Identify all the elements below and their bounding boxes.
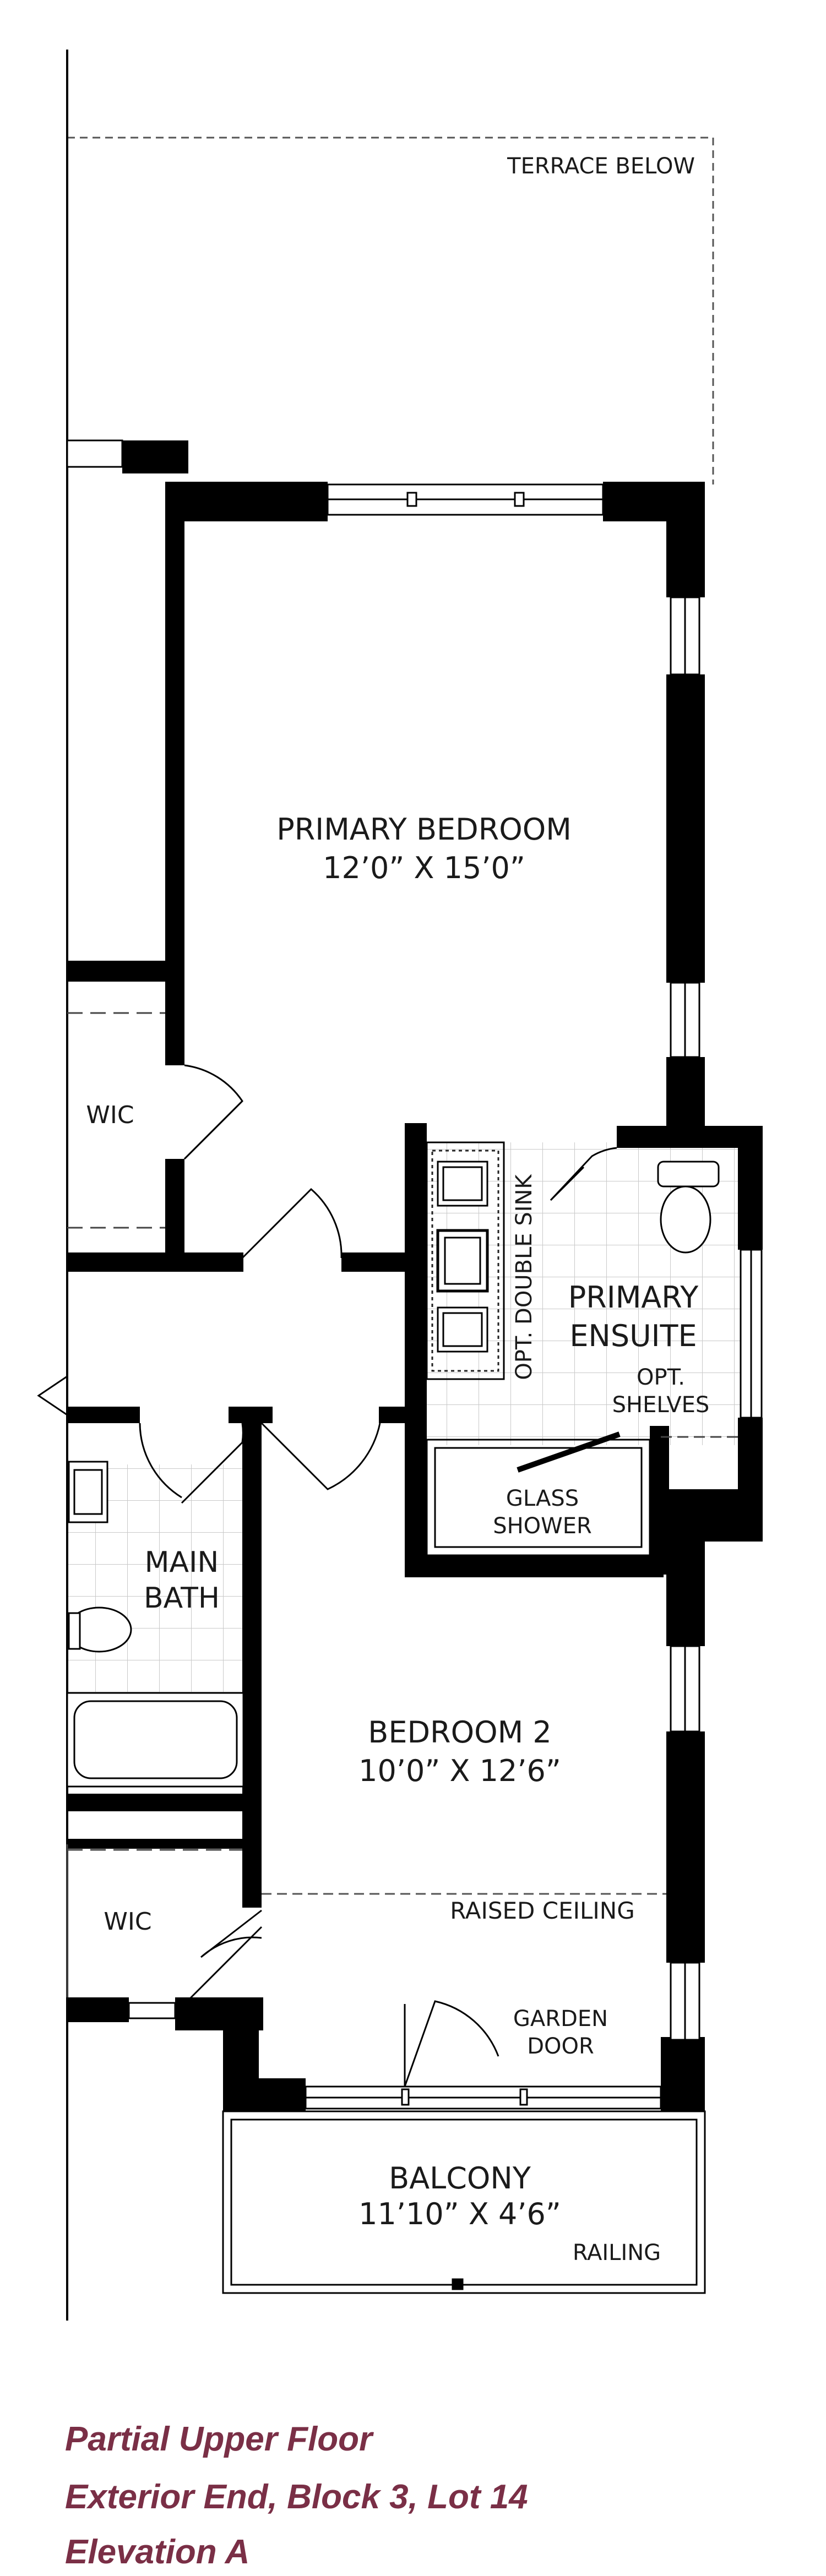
label-wic-upper: WIC [86, 1101, 134, 1129]
label-opt-shelves-2: SHELVES [612, 1392, 710, 1418]
label-main-bath-2: BATH [144, 1582, 220, 1615]
label-wic-lower: WIC [104, 1908, 151, 1936]
label-opt-double-sink: OPT. DOUBLE SINK [512, 1174, 537, 1380]
label-glass-shower-1: GLASS [506, 1486, 579, 1511]
label-railing: RAILING [573, 2240, 661, 2265]
caption-line-1: Partial Upper Floor [65, 2420, 373, 2458]
exterior-notch [37, 1375, 68, 1416]
label-bedroom-2: BEDROOM 2 [368, 1715, 551, 1750]
label-terrace-below: TERRACE BELOW [507, 154, 695, 179]
doors [139, 1064, 617, 2087]
label-balcony: BALCONY [389, 2161, 531, 2196]
caption-line-2: Exterior End, Block 3, Lot 14 [65, 2478, 528, 2516]
label-opt-shelves-1: OPT. [637, 1365, 685, 1390]
label-garden-door-2: DOOR [527, 2034, 594, 2059]
walls [67, 440, 763, 2128]
floor-plan: TERRACE BELOW PRIMARY BEDROOM 12’0” X 15… [37, 50, 763, 2321]
label-glass-shower-2: SHOWER [493, 1513, 592, 1539]
label-primary-ensuite-1: PRIMARY [568, 1280, 699, 1315]
room-labels: TERRACE BELOW PRIMARY BEDROOM 12’0” X 15… [86, 154, 709, 2265]
label-bedroom-2-dim: 10’0” X 12’6” [358, 1753, 561, 1788]
interior-lines [262, 1141, 666, 1895]
fixtures [66, 1161, 720, 1788]
label-balcony-dim: 11’10” X 4’6” [358, 2197, 561, 2231]
terrace-outline [67, 137, 714, 484]
label-primary-bedroom: PRIMARY BEDROOM [276, 812, 572, 847]
label-primary-ensuite-2: ENSUITE [569, 1319, 697, 1353]
balcony-railing [222, 2110, 706, 2294]
label-primary-bedroom-dim: 12’0” X 15’0” [323, 851, 525, 885]
windows [66, 439, 763, 2110]
label-main-bath-1: MAIN [145, 1546, 219, 1579]
label-raised-ceiling: RAISED CEILING [450, 1897, 635, 1924]
caption-line-3: Elevation A [65, 2533, 250, 2571]
closet-shelves [66, 1012, 738, 1997]
label-garden-door-1: GARDEN [513, 2006, 608, 2032]
